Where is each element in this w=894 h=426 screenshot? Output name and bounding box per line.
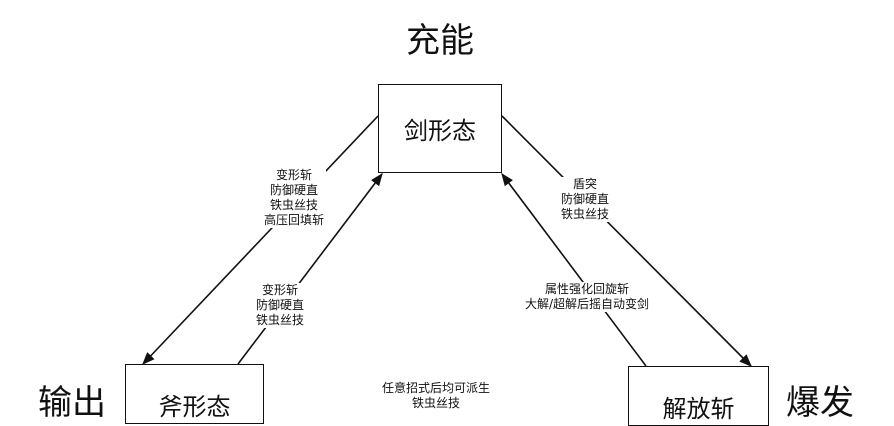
node-axe-form: 斧形态 [125, 364, 264, 424]
node-sword-form: 剑形态 [378, 84, 502, 173]
label-line: 变形斩 [276, 168, 313, 182]
label-line: 防御硬直 [256, 298, 305, 312]
arrow-sword-to-release [501, 115, 752, 367]
title-output: 输出 [38, 383, 106, 423]
label-axe-to-sword: 变形斩 防御硬直 铁虫丝技 [254, 283, 307, 328]
label-line: 防御硬直 [561, 192, 610, 206]
arrow-axe-to-sword [237, 172, 383, 365]
node-release-slash: 解放斩 [628, 366, 769, 426]
node-axe-form-label: 斧形态 [158, 393, 231, 421]
label-line: 大解/超解后摇自动变剑 [525, 297, 650, 311]
label-line: 任意招式后均可派生 [382, 381, 491, 395]
title-burst: 爆发 [786, 383, 854, 423]
arrow-sword-to-axe [142, 115, 379, 365]
transition-arrows [142, 115, 752, 367]
label-line: 铁虫丝技 [561, 207, 610, 221]
title-charge: 充能 [406, 21, 474, 61]
label-line: 铁虫丝技 [256, 313, 305, 327]
label-bottom-any-move: 任意招式后均可派生 铁虫丝技 [380, 381, 493, 411]
label-line: 高压回填斩 [264, 213, 325, 227]
label-line: 属性强化回旋斩 [545, 282, 630, 296]
label-line: 防御硬直 [270, 183, 319, 197]
label-line: 铁虫丝技 [270, 198, 319, 212]
arrow-release-to-sword [501, 172, 647, 367]
label-line: 变形斩 [262, 283, 299, 297]
node-release-slash-label: 解放斩 [662, 395, 735, 423]
label-line: 盾突 [573, 177, 598, 191]
label-sword-to-axe: 变形斩 防御硬直 铁虫丝技 高压回填斩 [262, 168, 327, 228]
label-sword-to-release: 盾突 防御硬直 铁虫丝技 [559, 177, 612, 222]
label-line: 铁虫丝技 [412, 396, 461, 410]
node-sword-form-label: 剑形态 [404, 117, 476, 145]
label-release-to-sword: 属性强化回旋斩 大解/超解后摇自动变剑 [523, 282, 652, 312]
